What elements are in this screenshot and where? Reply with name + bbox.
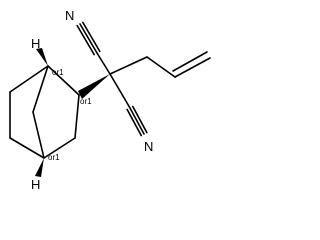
nitrile-group-top — [76, 21, 111, 75]
bond-c3-c4 — [43, 137, 76, 159]
bond-c2-c1 — [47, 65, 80, 96]
bond-bridge-c4 — [32, 111, 45, 159]
bond-triple-top-b — [82, 21, 101, 53]
bond-ch2-ch — [146, 56, 176, 78]
stereo-label-c2: or1 — [80, 97, 92, 106]
atom-n-top: N — [65, 8, 74, 23]
allyl-chain — [109, 51, 211, 78]
atom-n-bottom: N — [144, 139, 153, 154]
bond-top-c-quaternary — [96, 52, 111, 75]
nitrile-group-bottom — [109, 73, 148, 137]
wedge-bond-h-bottom — [35, 158, 44, 177]
atom-h-bottom: H — [31, 177, 40, 192]
stereo-label-c1: or1 — [52, 68, 64, 77]
bond-triple-bottom-c — [126, 108, 142, 137]
bond-triple-top-c — [76, 24, 95, 56]
bond-ch-ch2-double-b — [172, 51, 208, 72]
bond-c1-c6 — [9, 65, 49, 93]
bond-triple-bottom-b — [132, 105, 148, 134]
bond-ch-ch2-double-a — [174, 57, 211, 78]
norbornane-ring — [9, 65, 80, 159]
bond-c2-c3 — [74, 94, 80, 139]
wedge-bond-h-top — [36, 48, 48, 66]
wedge-bond-ring-to-quaternary — [78, 74, 110, 99]
bond-bottom-c-quaternary — [109, 73, 131, 109]
bond-triple-top-a — [79, 23, 98, 54]
bond-triple-bottom-a — [129, 107, 145, 135]
atom-h-top: H — [31, 36, 40, 51]
stereo-label-c4: or1 — [48, 153, 60, 162]
bond-quaternary-ch2 — [109, 56, 148, 75]
bond-c5-c4 — [9, 137, 45, 159]
bond-c1-bridge — [32, 65, 49, 113]
chemical-structure: N N H H or1 or1 or1 — [9, 8, 211, 192]
